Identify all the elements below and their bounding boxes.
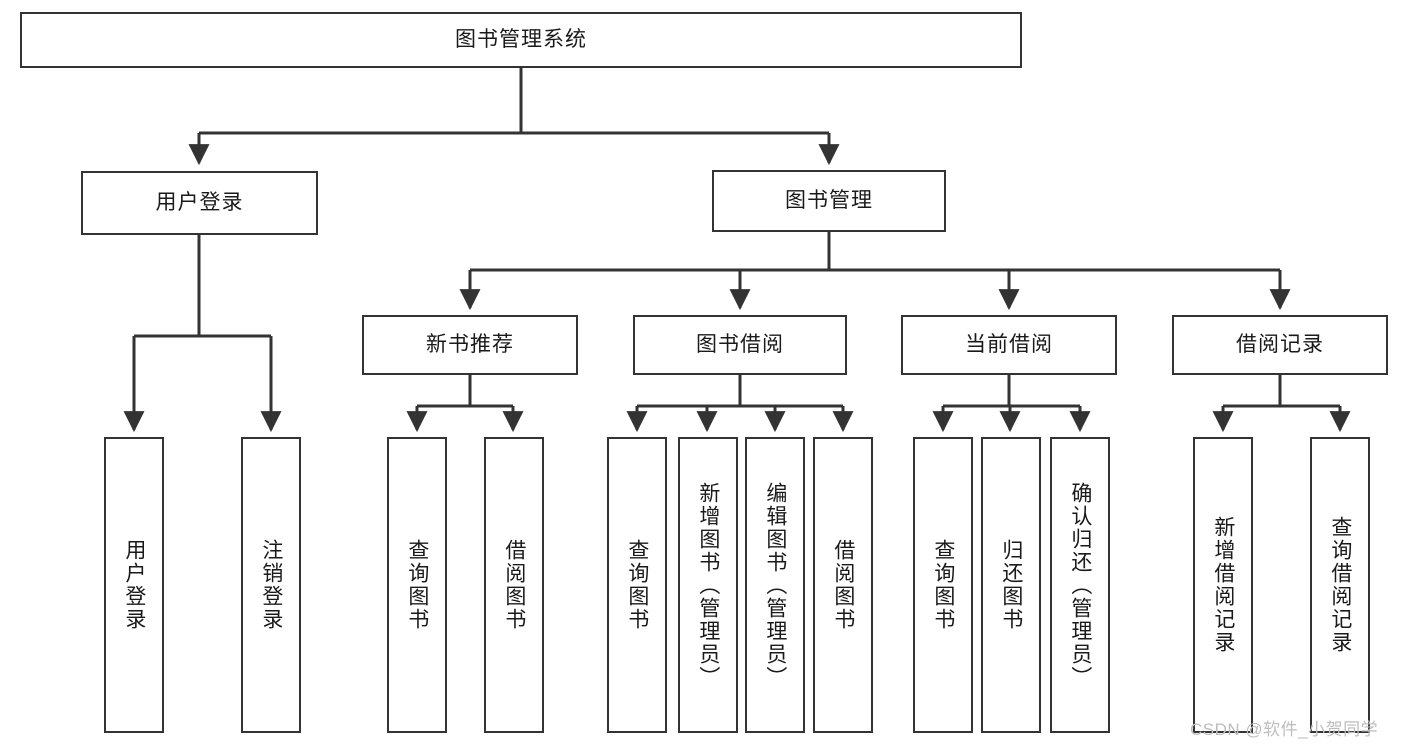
node-label: 查询图书 bbox=[931, 539, 955, 631]
leaf-borrow-borrow-book[interactable]: 借阅图书 bbox=[813, 437, 873, 733]
leaf-current-confirm-return-admin[interactable]: 确认归还（管理员） bbox=[1050, 437, 1110, 733]
node-label: 借阅图书 bbox=[831, 539, 855, 631]
node-label: 查询图书 bbox=[625, 539, 649, 631]
leaf-recommend-borrow-book[interactable]: 借阅图书 bbox=[484, 437, 544, 733]
node-label: 新增图书（管理员） bbox=[696, 481, 720, 689]
node-book-borrow[interactable]: 图书借阅 bbox=[633, 315, 847, 375]
node-label: 确认归还（管理员） bbox=[1068, 481, 1092, 689]
node-current-borrow[interactable]: 当前借阅 bbox=[901, 315, 1117, 375]
node-label: 图书管理系统 bbox=[455, 28, 587, 52]
leaf-current-return-book[interactable]: 归还图书 bbox=[981, 437, 1041, 733]
node-label: 新书推荐 bbox=[426, 333, 514, 357]
node-label: 借阅记录 bbox=[1236, 333, 1324, 357]
leaf-borrow-query-book[interactable]: 查询图书 bbox=[607, 437, 667, 733]
node-label: 当前借阅 bbox=[965, 333, 1053, 357]
leaf-user-login-signin[interactable]: 用户登录 bbox=[104, 437, 164, 733]
node-label: 编辑图书（管理员） bbox=[763, 481, 787, 689]
csdn-watermark: CSDN @软件_小贺同学 bbox=[1190, 720, 1379, 739]
node-label: 图书借阅 bbox=[696, 333, 784, 357]
node-user-login[interactable]: 用户登录 bbox=[81, 171, 318, 235]
leaf-borrow-add-book-admin[interactable]: 新增图书（管理员） bbox=[678, 437, 738, 733]
leaf-record-add-record[interactable]: 新增借阅记录 bbox=[1193, 437, 1253, 733]
node-label: 新增借阅记录 bbox=[1211, 516, 1235, 654]
node-label: 图书管理 bbox=[785, 189, 873, 213]
leaf-current-query-book[interactable]: 查询图书 bbox=[913, 437, 973, 733]
node-book-management[interactable]: 图书管理 bbox=[712, 170, 946, 232]
leaf-user-login-signout[interactable]: 注销登录 bbox=[241, 437, 301, 733]
node-label: 用户登录 bbox=[155, 191, 244, 215]
node-label: 查询图书 bbox=[405, 539, 429, 631]
node-label: 归还图书 bbox=[999, 539, 1023, 631]
leaf-record-query-record[interactable]: 查询借阅记录 bbox=[1310, 437, 1370, 733]
node-label: 注销登录 bbox=[259, 539, 283, 631]
leaf-recommend-query-book[interactable]: 查询图书 bbox=[387, 437, 447, 733]
node-root-system[interactable]: 图书管理系统 bbox=[20, 12, 1022, 68]
node-borrow-record[interactable]: 借阅记录 bbox=[1172, 315, 1388, 375]
leaf-borrow-edit-book-admin[interactable]: 编辑图书（管理员） bbox=[745, 437, 805, 733]
node-label: 查询借阅记录 bbox=[1328, 516, 1352, 654]
node-label: 用户登录 bbox=[122, 539, 146, 631]
node-new-book-recommend[interactable]: 新书推荐 bbox=[362, 315, 578, 375]
node-label: 借阅图书 bbox=[502, 539, 526, 631]
